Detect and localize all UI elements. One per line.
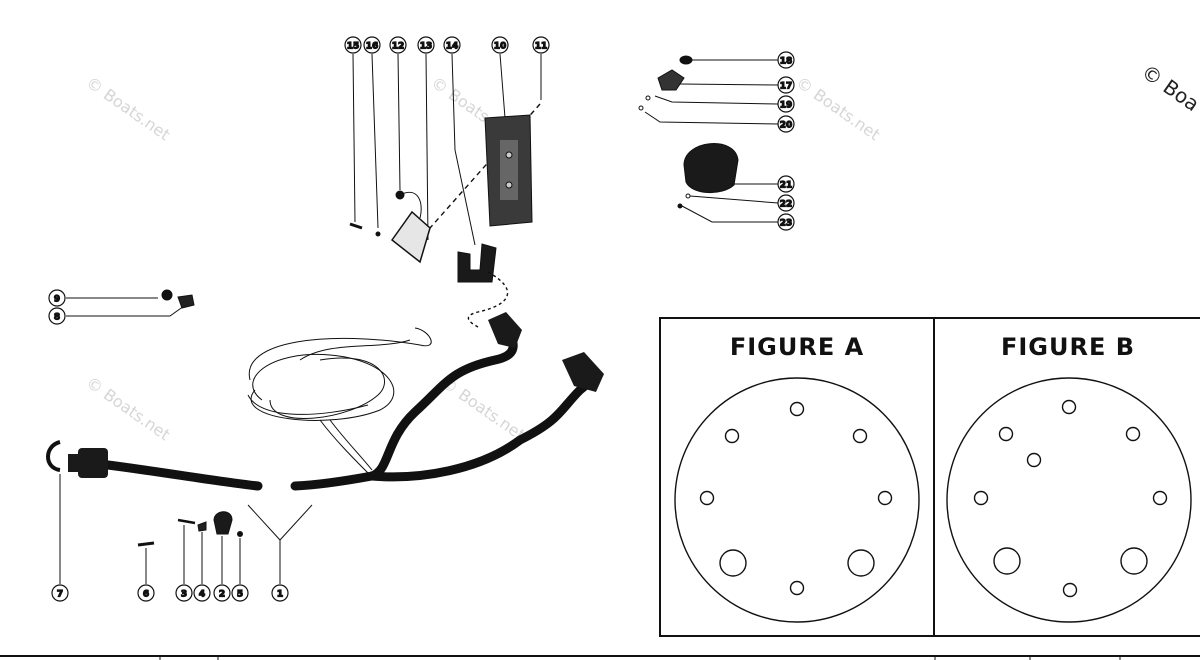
figure-a: FIGURE A — [674, 333, 920, 623]
figure-panels: FIGURE A FIGURE B — [659, 317, 1200, 637]
bolt-pattern-disc — [674, 377, 920, 623]
callout-3: 3 — [175, 584, 193, 602]
svg-text:19: 19 — [780, 101, 793, 111]
watermark: © Boats.net — [793, 73, 884, 145]
figure-b-title: FIGURE B — [1001, 333, 1135, 361]
hole — [1125, 426, 1141, 442]
svg-text:18: 18 — [780, 57, 793, 67]
hole — [973, 490, 989, 506]
svg-text:14: 14 — [446, 42, 459, 52]
svg-text:12: 12 — [392, 42, 405, 52]
callout-12: 12 — [389, 36, 407, 54]
svg-text:10: 10 — [494, 42, 507, 52]
callout-8: 8 — [48, 307, 66, 325]
hole — [1152, 490, 1168, 506]
callout-15: 15 — [344, 36, 362, 54]
callout-6: 6 — [137, 584, 155, 602]
callout-1-leaders — [247, 504, 313, 584]
figure-b: FIGURE B — [946, 333, 1192, 623]
callout-4: 4 — [193, 584, 211, 602]
large-hole — [847, 549, 875, 577]
callout-11: 11 — [532, 36, 550, 54]
svg-text:13: 13 — [420, 42, 433, 52]
callout-5: 5 — [231, 584, 249, 602]
hole — [1062, 582, 1078, 598]
callout-19: 19 — [777, 95, 795, 113]
figure-a-title: FIGURE A — [730, 333, 864, 361]
callout-16: 16 — [363, 36, 381, 54]
svg-text:23: 23 — [780, 219, 793, 229]
svg-text:9: 9 — [54, 295, 60, 305]
callout-10: 10 — [491, 36, 509, 54]
bottom-rule — [0, 655, 1200, 660]
clamp-parts — [66, 289, 195, 317]
large-hole — [993, 547, 1021, 575]
callout-layer: 1 2 3 4 5 6 7 8 9 10 11 12 13 14 15 16 1… — [48, 36, 795, 602]
wiring-harness — [46, 312, 604, 491]
hole — [852, 428, 868, 444]
svg-text:21: 21 — [780, 181, 793, 191]
hole — [699, 490, 715, 506]
callout-17: 17 — [777, 76, 795, 94]
hole — [789, 580, 805, 596]
hardware-small-parts — [59, 474, 243, 584]
callout-7: 7 — [51, 584, 69, 602]
svg-text:16: 16 — [366, 42, 379, 52]
hole — [1026, 452, 1042, 468]
svg-text:11: 11 — [535, 42, 548, 52]
callout-2: 2 — [213, 584, 231, 602]
callout-18: 18 — [777, 51, 795, 69]
svg-text:3: 3 — [181, 590, 187, 600]
watermark-corner: © Boa — [1137, 59, 1200, 116]
bolt-pattern-disc — [946, 377, 1192, 623]
svg-text:1: 1 — [277, 590, 283, 600]
switch-assembly — [638, 55, 779, 223]
callout-1: 1 — [271, 584, 289, 602]
svg-text:4: 4 — [199, 590, 205, 600]
watermark: © Boats.net — [83, 73, 174, 145]
hole — [724, 428, 740, 444]
svg-text:17: 17 — [780, 82, 793, 92]
svg-text:7: 7 — [57, 590, 63, 600]
callout-23: 23 — [777, 213, 795, 231]
callout-13: 13 — [417, 36, 435, 54]
callout-9: 9 — [48, 289, 66, 307]
callout-22: 22 — [777, 194, 795, 212]
svg-text:5: 5 — [237, 590, 243, 600]
hole — [877, 490, 893, 506]
svg-text:20: 20 — [780, 121, 793, 131]
svg-text:8: 8 — [54, 313, 60, 323]
callout-14: 14 — [443, 36, 461, 54]
svg-text:6: 6 — [143, 590, 149, 600]
svg-text:15: 15 — [347, 42, 360, 52]
svg-text:2: 2 — [219, 590, 225, 600]
svg-text:22: 22 — [780, 200, 793, 210]
large-hole — [719, 549, 747, 577]
hole — [1061, 399, 1077, 415]
bracket-assembly — [349, 53, 542, 329]
callout-20: 20 — [777, 115, 795, 133]
hole — [789, 401, 805, 417]
large-hole — [1120, 547, 1148, 575]
hole — [998, 426, 1014, 442]
callout-21: 21 — [777, 175, 795, 193]
watermark: © Boats.net — [83, 373, 174, 445]
figure-box — [659, 317, 1200, 637]
